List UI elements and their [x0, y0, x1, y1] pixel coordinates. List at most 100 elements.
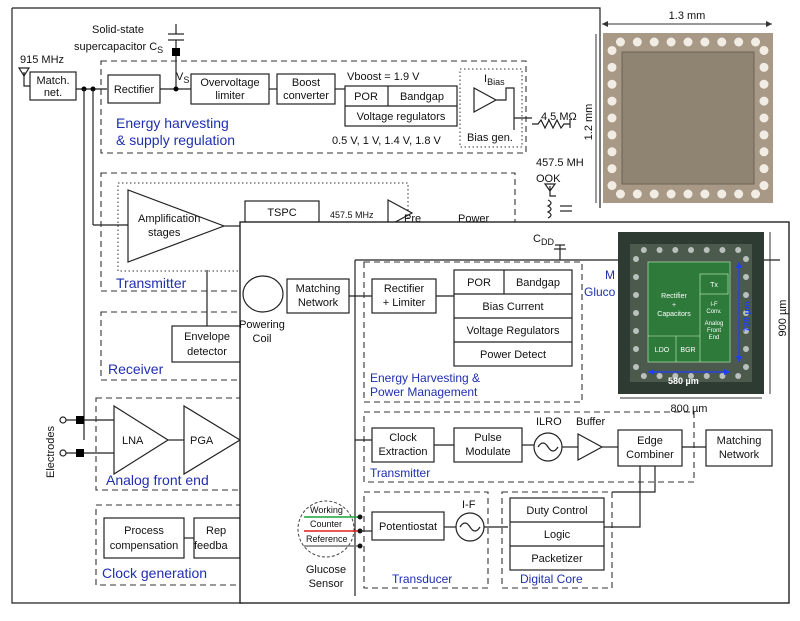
bond-pad: [616, 190, 625, 199]
svg-text:End: End: [709, 335, 720, 341]
svg-text:Combiner: Combiner: [626, 449, 674, 461]
svg-text:Capacitors: Capacitors: [657, 311, 691, 318]
bond-pad: [650, 190, 659, 199]
svg-text:Bias Current: Bias Current: [482, 301, 543, 313]
bond-pad: [743, 346, 749, 352]
svg-text:PGA: PGA: [190, 435, 214, 447]
bond-pad: [684, 38, 693, 47]
bond-pad: [616, 38, 625, 47]
svg-text:457.5 MHz: 457.5 MHz: [330, 210, 374, 220]
bond-pad: [633, 190, 642, 199]
svg-text:Sensor: Sensor: [309, 578, 344, 590]
bond-pad: [760, 97, 769, 106]
svg-text:Bandgap: Bandgap: [516, 277, 560, 289]
bond-pad: [608, 80, 617, 89]
bond-pad: [667, 38, 676, 47]
bond-pad: [672, 247, 678, 253]
svg-text:Overvoltage: Overvoltage: [200, 77, 259, 89]
bond-pad: [684, 190, 693, 199]
supercap-label-2: supercapacitor CS: [74, 41, 163, 55]
supercap-pin: [172, 48, 180, 56]
transmitter-a-title: Transmitter: [116, 275, 187, 291]
bond-pad: [760, 80, 769, 89]
bond-pad: [608, 130, 617, 139]
bond-pad: [700, 38, 709, 47]
bond-pad: [608, 164, 617, 173]
svg-text:+: +: [672, 302, 676, 309]
svg-text:I-F: I-F: [462, 499, 476, 511]
svg-text:limiter: limiter: [215, 90, 245, 102]
bond-pad: [760, 63, 769, 72]
bond-pad: [657, 247, 663, 253]
svg-text:POR: POR: [354, 91, 378, 103]
bias-opamp-icon: [474, 88, 496, 112]
bond-pad: [743, 292, 749, 298]
bond-pad: [608, 97, 617, 106]
bond-pad: [760, 181, 769, 190]
svg-text:detector: detector: [187, 346, 227, 358]
bond-pad: [719, 247, 725, 253]
electrode-reference: Reference: [306, 534, 348, 544]
svg-text:Conv.: Conv.: [706, 309, 722, 315]
svg-text:Amplification: Amplification: [138, 213, 200, 225]
digital-core-title: Digital Core: [520, 572, 583, 586]
output-inductor-icon: [548, 200, 551, 218]
svg-text:Tx: Tx: [710, 282, 718, 289]
bond-pad: [633, 310, 639, 316]
svg-text:Process: Process: [124, 525, 164, 537]
bond-pad: [608, 114, 617, 123]
svg-text:Potentiostat: Potentiostat: [379, 521, 437, 533]
svg-text:feedba: feedba: [194, 540, 229, 552]
svg-text:Powering: Powering: [239, 319, 285, 331]
electrode-counter: Counter: [310, 519, 342, 529]
bond-pad: [633, 292, 639, 298]
svg-text:POR: POR: [467, 277, 491, 289]
bond-pad: [743, 274, 749, 280]
svg-text:+ Limiter: + Limiter: [383, 297, 426, 309]
svg-text:converter: converter: [283, 90, 329, 102]
svg-text:580 µm: 580 µm: [668, 376, 699, 386]
bond-pad: [608, 63, 617, 72]
svg-text:Pulse: Pulse: [474, 432, 502, 444]
ehpm-title: Energy Harvesting &: [370, 371, 480, 385]
bond-pad: [734, 38, 743, 47]
bond-pad: [717, 38, 726, 47]
bond-pad: [743, 256, 749, 262]
bond-pad: [633, 328, 639, 334]
ook-label: OOK: [536, 173, 561, 185]
bond-pad: [751, 38, 760, 47]
svg-text:Voltage Regulators: Voltage Regulators: [467, 325, 560, 337]
eh-title: Energy harvesting: [116, 115, 229, 131]
bond-pad: [760, 46, 769, 55]
die-photo-a: 1.3 mm 1.2 mm: [583, 10, 773, 203]
bond-pad: [641, 373, 647, 379]
svg-text:Power Detect: Power Detect: [480, 349, 546, 361]
bond-pad: [734, 190, 743, 199]
svg-text:Edge: Edge: [637, 435, 663, 447]
svg-text:Rep: Rep: [206, 525, 226, 537]
svg-text:Coil: Coil: [253, 333, 272, 345]
bond-pad: [704, 373, 710, 379]
bond-pad: [633, 38, 642, 47]
svg-text:Rectifier: Rectifier: [661, 293, 687, 300]
ook-freq: 457.5 MH: [536, 157, 584, 169]
svg-text:Extraction: Extraction: [379, 446, 428, 458]
figure-a-frame-top: [12, 8, 600, 208]
bond-pad: [633, 346, 639, 352]
supercap-label: Solid-state: [92, 24, 144, 36]
die-b-height: 900 µm: [777, 300, 789, 337]
vboost-label: Vboost = 1.9 V: [347, 71, 420, 83]
process-comp-box: [104, 518, 184, 558]
bond-pad: [641, 247, 647, 253]
svg-text:Network: Network: [719, 449, 760, 461]
bond-pad: [735, 247, 741, 253]
bond-pad: [633, 256, 639, 262]
bond-pad: [688, 247, 694, 253]
svg-text:Matching: Matching: [717, 435, 762, 447]
svg-text:M: M: [605, 268, 615, 282]
amp-stages-icon: [128, 190, 224, 262]
svg-text:Network: Network: [298, 297, 339, 309]
svg-text:LDO: LDO: [655, 347, 670, 354]
svg-text:Boost: Boost: [292, 77, 320, 89]
